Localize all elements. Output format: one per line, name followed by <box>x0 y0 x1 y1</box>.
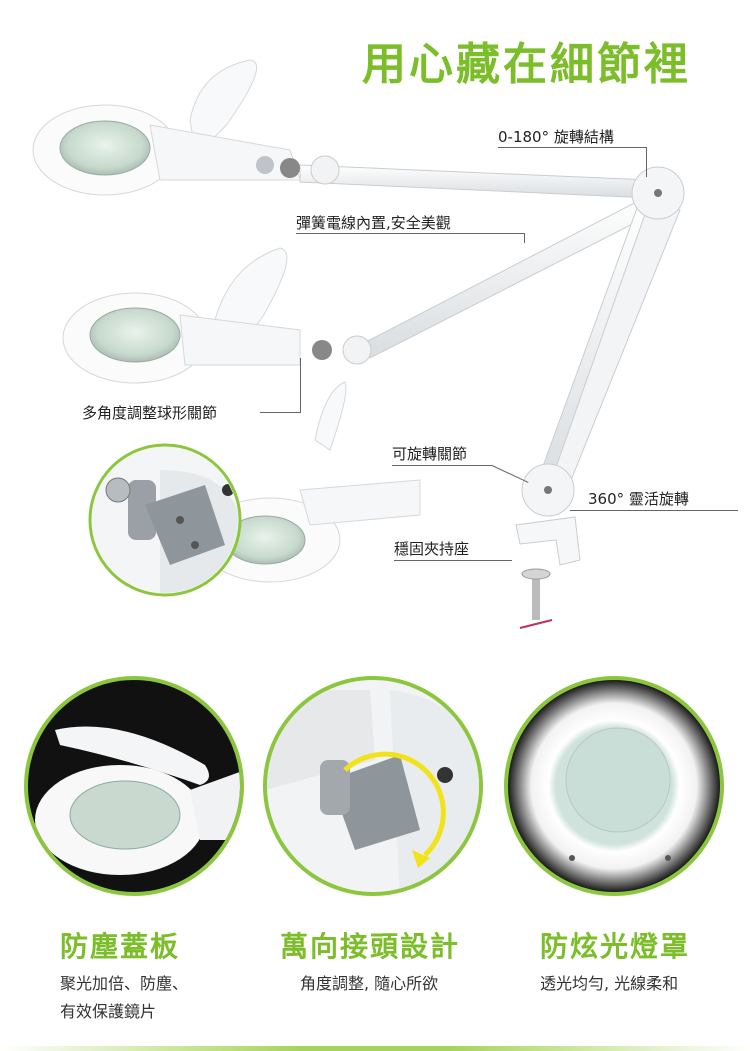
label-rotatable-joint: 可旋轉關節 <box>392 445 468 463</box>
lamp-head-middle <box>62 247 372 384</box>
feature-dust-cover-desc-line1: 聚光加倍、防塵、 <box>60 974 189 993</box>
leader-line <box>394 560 512 561</box>
label-rotation-180: 0-180° 旋轉結構 <box>498 128 614 146</box>
label-spring-wire: 彈簧電線內置,安全美觀 <box>296 214 451 232</box>
lamp-illustration <box>32 59 685 629</box>
feature-universal-joint-title: 萬向接頭設計 <box>280 930 461 963</box>
leader-line <box>498 147 646 148</box>
clamp-base <box>515 516 581 629</box>
label-clamp-base: 穩固夾持座 <box>394 540 470 558</box>
feature-universal-joint-desc: 角度調整, 隨心所欲 <box>300 974 439 993</box>
upper-arm <box>299 164 681 496</box>
lamp-head-top <box>32 59 340 196</box>
label-rotation-360: 360° 靈活旋轉 <box>588 490 689 508</box>
page-title: 用心藏在細節裡 <box>362 39 691 90</box>
leader-line <box>392 465 492 466</box>
leader-line <box>570 510 738 511</box>
feature-dust-cover-image <box>24 676 244 896</box>
lamp-head-bottom <box>199 381 421 583</box>
feature-dust-cover-desc-line2: 有效保護鏡片 <box>60 1002 157 1021</box>
feature-dust-cover-title: 防塵蓋板 <box>60 930 181 963</box>
feature-anti-glare-image <box>504 676 724 896</box>
leader-line <box>260 412 300 413</box>
ball-joint-detail <box>88 443 242 597</box>
label-ball-joint: 多角度調整球形關節 <box>82 404 218 422</box>
feature-anti-glare-title: 防炫光燈罩 <box>540 930 691 963</box>
feature-anti-glare-desc: 透光均勻, 光線柔和 <box>540 974 679 993</box>
leader-line <box>646 147 647 177</box>
bottom-accent-bar <box>0 1046 750 1051</box>
leader-line <box>296 233 524 234</box>
leader-line <box>300 358 301 413</box>
feature-universal-joint-image <box>263 676 483 896</box>
leader-line <box>524 233 525 243</box>
